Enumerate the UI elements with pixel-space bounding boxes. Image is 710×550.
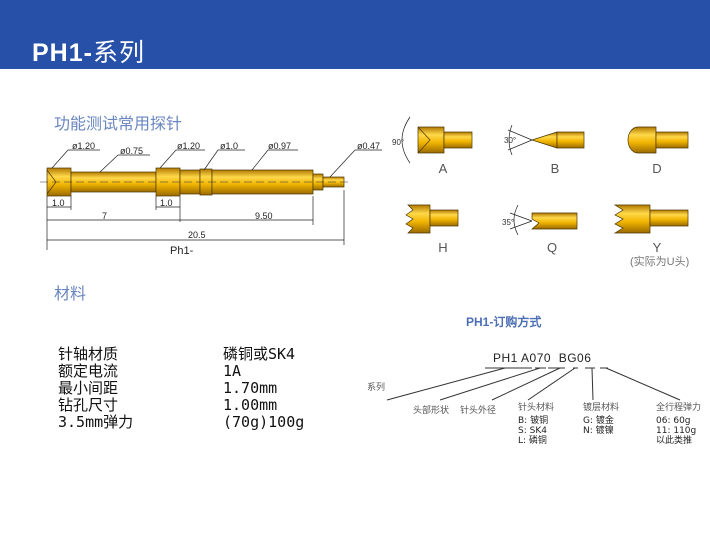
material-value: (70g)100g [223,413,305,431]
dim-label: 9.50 [255,211,273,221]
order-option: G: 镀金 [583,416,614,426]
tip-angle-q: 35° [502,218,514,227]
material-value: 磷铜或SK4 [223,345,296,363]
page-title: PH1-系列 [32,38,145,67]
order-option: 11: 110g [656,426,697,436]
order-field-label: 针头材料 [518,403,555,413]
tip-label-y: Y [653,240,662,255]
order-field-plating: 镀层材料 G: 镀金 N: 镀镍 [583,403,619,436]
material-key: 钻孔尺寸 [58,396,119,414]
order-field-label: 针头外径 [460,406,497,416]
material-row: 针轴材质 磷铜或SK4 [58,346,304,363]
order-field-label: 全行程弹力 [656,403,702,413]
order-title: PH1-订购方式 [466,315,542,329]
order-field-material: 针头材料 B: 铍铜 S: SK4 L: 磷铜 [518,403,554,446]
material-key: 额定电流 [58,362,119,380]
material-value: 1.70mm [223,379,278,397]
diameter-label: ø1.20 [177,141,200,151]
material-row: 3.5mm弹力 (70g)100g [58,414,304,431]
tip-label-a: A [439,161,448,176]
order-option: S: SK4 [518,426,547,436]
order-code: PH1 A070 BG06 [493,351,592,365]
diameter-label: ø0.75 [120,146,143,156]
material-row: 额定电流 1A [58,363,304,380]
order-leader-lines [386,367,681,401]
order-option: 以此类推 [656,436,693,446]
order-field-label: 镀层材料 [583,403,620,413]
header-bar: PH1-系列 [0,0,710,69]
tip-label-b: B [551,161,560,176]
tip-note: (实际为U头) [630,254,689,268]
tip-label-q: Q [547,240,557,255]
order-option: L: 磷铜 [518,436,547,446]
material-key: 3.5mm弹力 [58,413,134,431]
dim-label: 1.0 [160,198,173,208]
material-section-title: 材料 [54,284,87,303]
dim-label: 1.0 [52,198,65,208]
diameter-label: ø1.20 [72,141,95,151]
dim-label: 20.5 [188,230,206,240]
tip-angle-a: 90° [392,138,404,147]
material-key: 针轴材质 [58,345,119,363]
material-row: 钻孔尺寸 1.00mm [58,397,304,414]
dim-label: 7 [102,211,107,221]
material-row: 最小间距 1.70mm [58,380,304,397]
order-option: B: 铍铜 [518,416,549,426]
material-key: 最小间距 [58,379,119,397]
material-value: 1.00mm [223,396,278,414]
order-field-force: 全行程弹力 06: 60g 11: 110g 以此类推 [656,403,701,446]
tip-label-h: H [438,240,447,255]
model-label: Ph1- [170,245,194,257]
order-series-label: 系列 [367,383,386,393]
order-option: 06: 60g [656,416,691,426]
material-value: 1A [223,362,242,380]
diameter-label: ø1.0 [220,141,238,151]
diameter-label: ø0.97 [268,141,291,151]
probe-drawing: ø1.20 ø0.75 ø1.20 ø1.0 ø0.97 ø0.47 1.0 1… [40,141,382,257]
tip-angle-b: 30° [504,136,516,145]
order-option: N: 镀镍 [583,426,614,436]
tip-label-d: D [652,161,661,176]
tip-shapes: A B D H Q Y 90° 30° 35° (实际为U头) [392,116,689,268]
diameter-label: ø0.47 [357,141,380,151]
probe-section-title: 功能测试常用探针 [54,114,183,133]
order-field-label: 头部形状 [413,406,450,416]
